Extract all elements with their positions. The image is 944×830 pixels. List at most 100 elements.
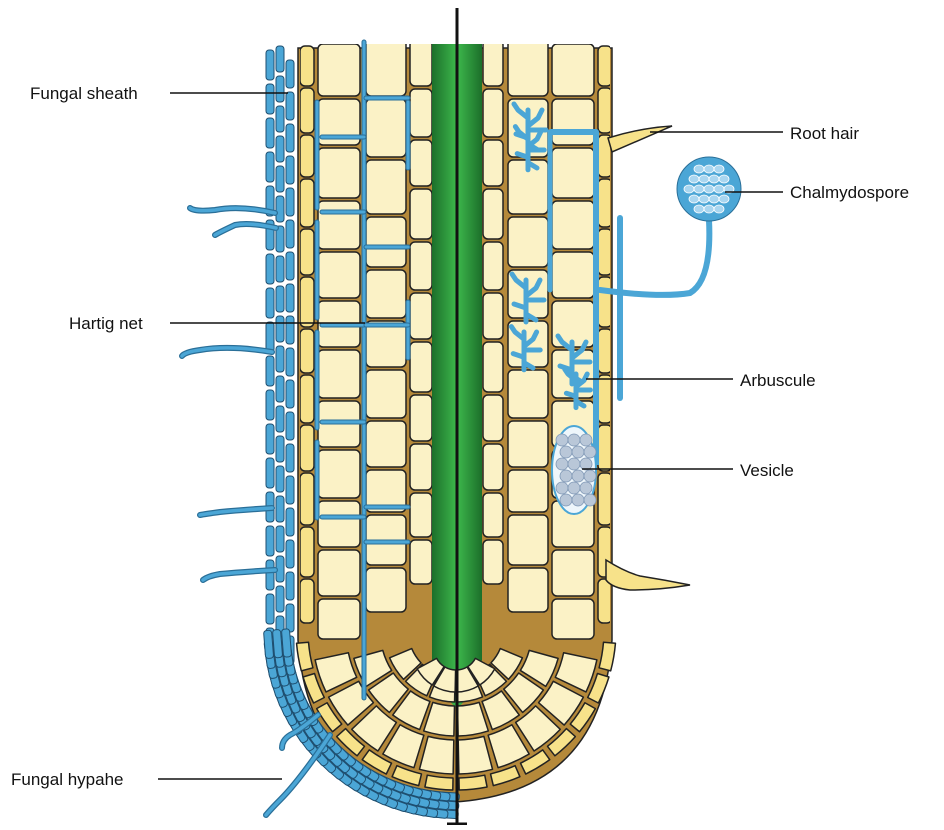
sheath-cell — [266, 322, 274, 352]
spore-texture-dot — [714, 185, 724, 193]
sheath-cell — [286, 188, 294, 216]
epidermis-cell — [300, 329, 314, 373]
vesicle-lipid-droplet — [568, 482, 580, 494]
vesicle-lipid-droplet — [568, 458, 580, 470]
cortex-cell — [410, 189, 432, 239]
sheath-cell — [286, 124, 294, 152]
sheath-cell — [286, 572, 294, 600]
epidermis-cell — [300, 375, 314, 423]
sheath-cell — [286, 156, 294, 184]
sheath-cell — [266, 84, 274, 114]
spore-texture-dot — [709, 175, 719, 183]
sheath-cell — [276, 316, 284, 342]
vesicle-lipid-droplet — [560, 446, 572, 458]
sheath-cell — [276, 196, 284, 222]
vesicle-lipid-droplet — [572, 470, 584, 482]
sheath-cell — [276, 256, 284, 282]
hartig-net-strand — [320, 135, 366, 139]
cortex-cell — [366, 160, 406, 214]
hartig-net-strand — [364, 96, 410, 100]
cortex-cell — [552, 148, 594, 198]
spore-texture-dot — [719, 175, 729, 183]
cortex-cell — [483, 444, 503, 490]
cortex-cell — [410, 395, 432, 441]
cortex-cell — [483, 189, 503, 239]
sheath-cell — [286, 220, 294, 248]
epidermis-cell — [300, 88, 314, 133]
cortex-cell — [552, 201, 594, 249]
vesicle-contents — [556, 434, 596, 506]
sheath-cell — [266, 356, 274, 386]
root-hair — [606, 560, 690, 590]
spore-texture-dot — [714, 165, 724, 173]
cortex-cell — [318, 252, 360, 298]
cortex-cell — [318, 550, 360, 596]
epidermis-cell — [300, 135, 314, 177]
vesicle-lipid-droplet — [572, 446, 584, 458]
sheath-cell — [276, 586, 284, 612]
sheath-cell — [276, 406, 284, 432]
cortex-cell — [318, 44, 360, 96]
sheath-cell — [286, 476, 294, 504]
hartig-net-strand — [315, 100, 319, 210]
epidermis-cell — [300, 425, 314, 471]
sheath-cell — [266, 288, 274, 318]
epidermis-cell — [300, 527, 314, 577]
cortex-cell — [366, 36, 406, 96]
epidermis-cell — [300, 277, 314, 327]
label-chlamydospore: Chalmydospore — [790, 183, 909, 202]
cortex-cell — [366, 421, 406, 467]
sheath-cell — [286, 380, 294, 408]
vesicle-lipid-droplet — [556, 434, 568, 446]
sheath-cell — [286, 252, 294, 280]
sheath-cell — [266, 390, 274, 420]
epidermis-cell — [300, 229, 314, 275]
hartig-net-strand — [320, 515, 366, 519]
cortex-cell — [366, 321, 406, 367]
cortex-cell — [366, 217, 406, 267]
spore-texture-dot — [694, 185, 704, 193]
cortex-cell — [483, 540, 503, 584]
epidermis-cell — [598, 579, 612, 623]
hartig-net-strand — [364, 245, 410, 249]
sheath-cell — [286, 508, 294, 536]
spore-texture-dot — [719, 195, 729, 203]
sheath-cell — [263, 630, 273, 659]
epidermis-cell — [598, 46, 612, 86]
epidermis-cell — [598, 277, 612, 327]
spore-texture-dot — [694, 205, 704, 213]
cortex-cell — [483, 140, 503, 186]
cortex-cell — [318, 450, 360, 498]
cortex-cell — [410, 493, 432, 537]
spore-texture-dot — [709, 195, 719, 203]
sheath-cell — [266, 254, 274, 284]
sheath-cell — [286, 316, 294, 344]
cortex-cell — [483, 40, 503, 86]
cortex-cell — [483, 242, 503, 290]
sheath-cell — [266, 50, 274, 80]
cortex-cell — [318, 201, 360, 249]
cap-epidermis-cell — [425, 775, 453, 790]
spore-texture-dot — [684, 185, 694, 193]
sheath-cell — [266, 560, 274, 590]
sheath-cell — [266, 152, 274, 182]
sheath-cell — [286, 444, 294, 472]
spore-texture-dot — [704, 185, 714, 193]
spore-texture-dot — [699, 175, 709, 183]
cortex-cell — [410, 140, 432, 186]
cortex-cell — [366, 270, 406, 318]
cortex-cell — [508, 217, 548, 267]
vesicle-lipid-droplet — [560, 470, 572, 482]
sheath-cell — [276, 136, 284, 162]
cortex-cell — [366, 568, 406, 612]
hartig-net-strand — [364, 540, 410, 544]
vesicle-lipid-droplet — [580, 482, 592, 494]
label-root-hair: Root hair — [790, 124, 859, 143]
cortex-cell — [552, 599, 594, 639]
epidermis-cell — [598, 229, 612, 275]
sheath-cell — [276, 346, 284, 372]
spore-texture-dot — [704, 165, 714, 173]
vesicle-lipid-droplet — [556, 482, 568, 494]
spore-texture-dot — [689, 175, 699, 183]
